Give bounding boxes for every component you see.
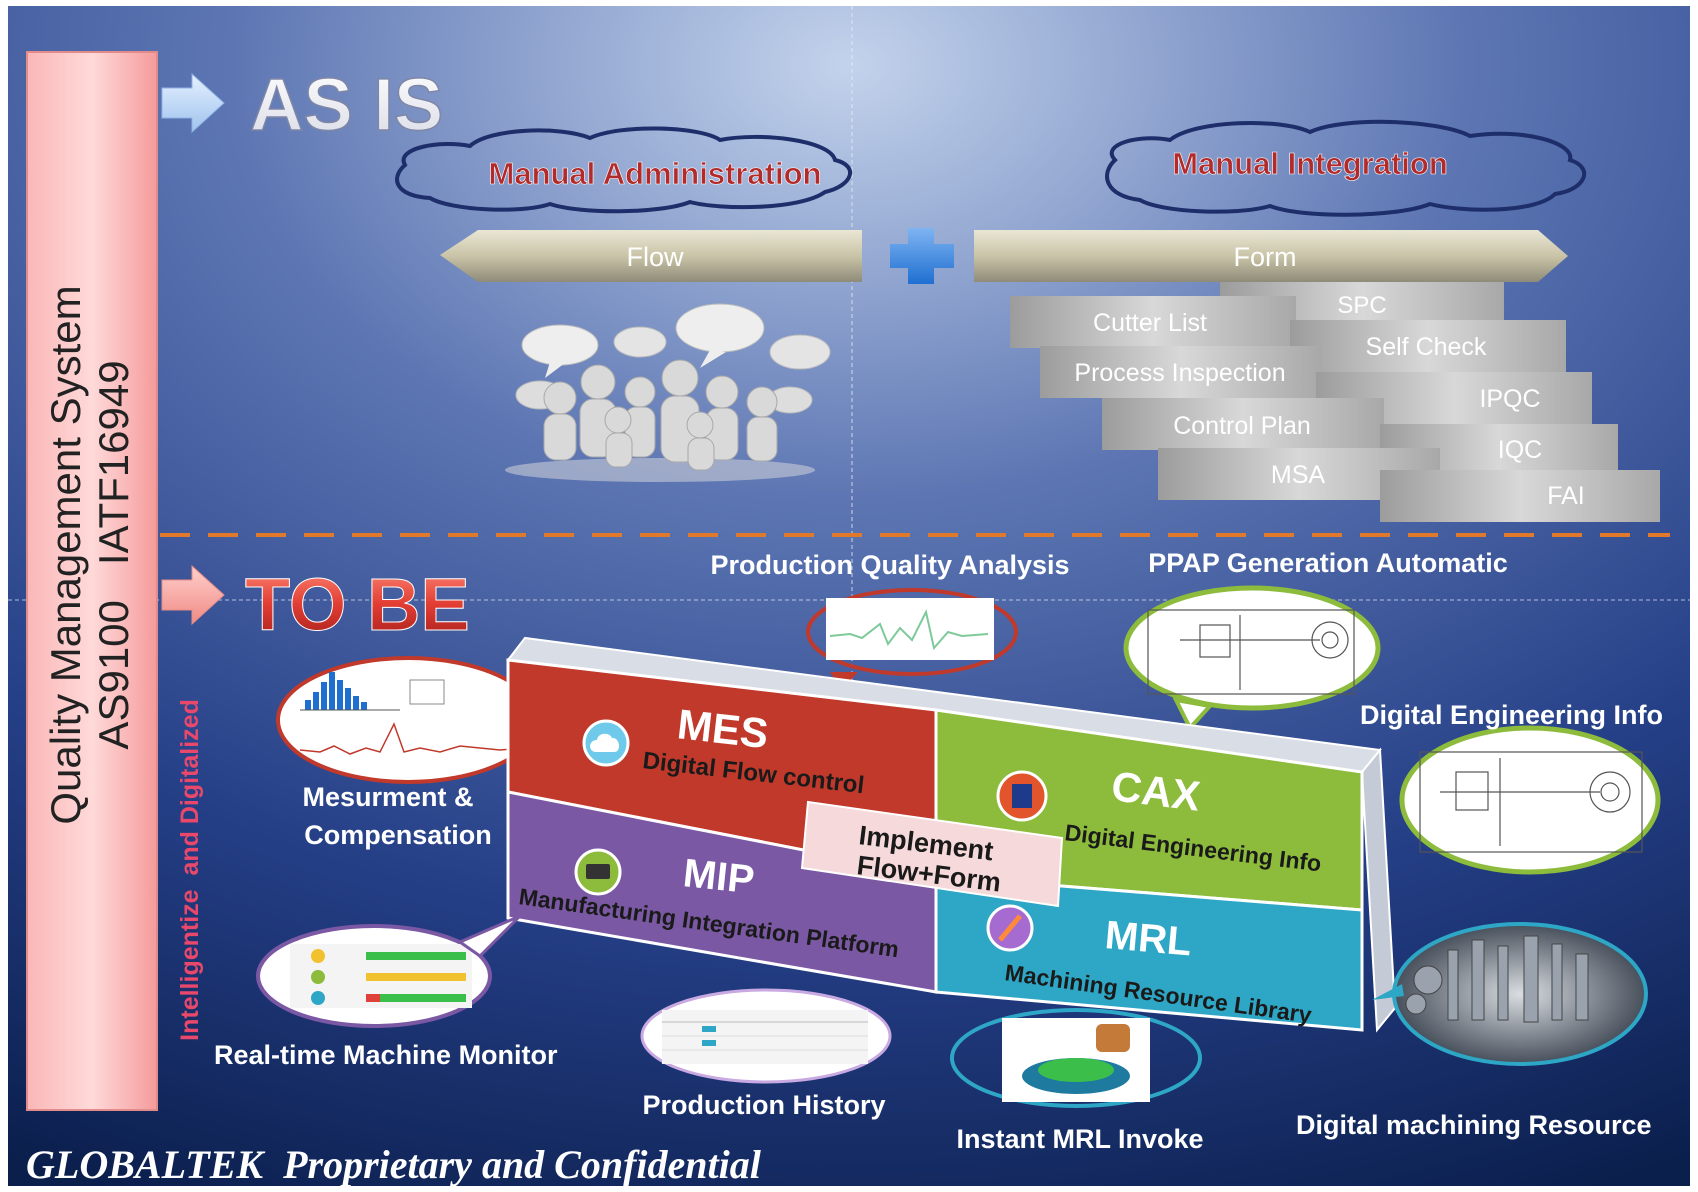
book-icon <box>996 770 1048 822</box>
mrl-abbr: MRL <box>1103 913 1193 964</box>
form-card-fai-label: FAI <box>1547 482 1585 510</box>
form-card-iqc-label: IQC <box>1498 436 1542 464</box>
as-is-title: AS IS <box>250 63 443 146</box>
form-card-msa-label: MSA <box>1271 461 1326 489</box>
pen-icon <box>986 904 1034 952</box>
monitor-icon <box>574 848 622 896</box>
to-be-title: TO BE <box>245 563 470 646</box>
to-be-arrow-icon <box>161 564 225 626</box>
engineering-drawing-bubble <box>1399 725 1661 875</box>
plus-icon <box>890 228 954 284</box>
form-card-process-inspection-label: Process Inspection <box>1074 359 1285 387</box>
qms-line2: AS9100 IATF16949 <box>90 360 137 749</box>
qms-bar <box>26 51 158 1111</box>
cloud-left-label: Manual Administration <box>489 156 822 191</box>
digital-machining-resource-label: Digital machining Resource <box>1296 1110 1652 1140</box>
flow-arrow <box>440 230 862 282</box>
form-label: Form <box>1234 242 1297 272</box>
side-label: Intelligentize and Digitalized <box>176 699 204 1041</box>
cax-abbr: CAX <box>1109 762 1203 819</box>
form-card-control-plan <box>1102 398 1384 450</box>
instant-mrl-label: Instant MRL Invoke <box>956 1124 1203 1154</box>
production-quality-analysis-label: Production Quality Analysis <box>710 550 1069 580</box>
mip-abbr: MIP <box>681 851 756 902</box>
as-is-arrow-icon <box>161 72 225 134</box>
form-card-ipqc-label: IPQC <box>1479 385 1540 413</box>
ppap-generation-label: PPAP Generation Automatic <box>1148 548 1508 578</box>
people-discussion-illustration <box>505 303 831 482</box>
form-card-process-inspection <box>1040 346 1322 398</box>
machine-monitor-label: Real-time Machine Monitor <box>214 1040 558 1070</box>
cloud-manual-administration: Manual Administration <box>395 126 852 214</box>
production-history-bubble <box>640 988 892 1084</box>
flow-label: Flow <box>626 242 684 272</box>
cloud-right-label: Manual Integration <box>1172 146 1448 181</box>
form-card-self-check <box>1290 320 1566 372</box>
digital-engineering-label: Digital Engineering Info <box>1360 700 1663 730</box>
production-history-label: Production History <box>642 1090 885 1120</box>
measurement-chart-bubble <box>276 656 540 784</box>
quality-analysis-bubble <box>806 588 1018 690</box>
form-card-self-check-label: Self Check <box>1366 333 1487 361</box>
machine-monitor-bubble <box>256 914 522 1028</box>
form-card-cutter-list <box>1010 296 1296 348</box>
machining-resource-bubble <box>1372 922 1648 1066</box>
measurement-label-line2: Compensation <box>304 820 492 850</box>
measurement-label-line1: Mesurment & <box>302 782 473 812</box>
mes-abbr: MES <box>675 700 771 757</box>
cloud-manual-integration: Manual Integration <box>1105 119 1586 217</box>
form-card-fai <box>1380 470 1660 522</box>
form-arrow <box>974 230 1568 282</box>
system-block: MES Digital Flow control CAX Digital Eng… <box>506 636 1397 1033</box>
qms-line1: Quality Management System <box>42 285 89 824</box>
implement-box <box>800 800 1064 908</box>
form-cards: SPC Cutter List Self Check Process Inspe… <box>1010 282 1660 522</box>
form-card-cutter-list-label: Cutter List <box>1093 309 1207 337</box>
ppap-drawing-bubble <box>1123 585 1381 732</box>
instant-mrl-bubble <box>950 1008 1202 1108</box>
form-card-control-plan-label: Control Plan <box>1173 412 1311 440</box>
footer-confidential: GLOBALTEK Proprietary and Confidential <box>26 1142 762 1187</box>
mrl-block[interactable] <box>934 874 1364 1032</box>
form-card-spc-label: SPC <box>1337 292 1386 319</box>
cloud-icon <box>582 719 630 767</box>
